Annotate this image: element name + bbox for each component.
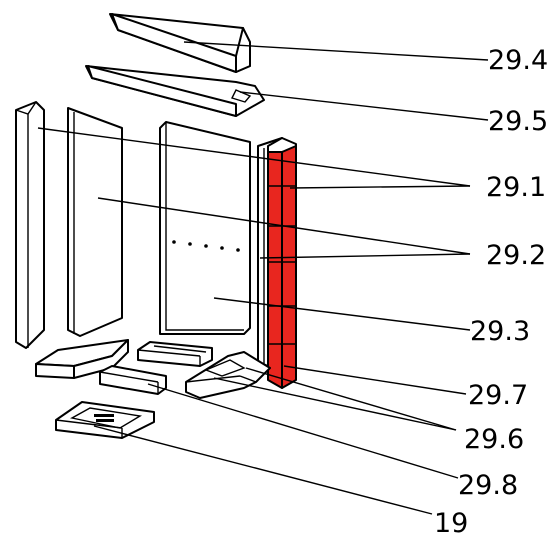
leader-29-1-b xyxy=(289,185,471,189)
label-29-2: 29.2 xyxy=(486,240,546,271)
leader-29-2-b xyxy=(259,253,471,259)
leader-lines xyxy=(37,41,489,515)
leader-19 xyxy=(93,425,433,515)
leader-29-1-a xyxy=(37,127,471,187)
label-29-7: 29.7 xyxy=(468,380,528,411)
label-29-3: 29.3 xyxy=(470,316,530,347)
leader-29-6-b xyxy=(245,367,457,431)
part-labels: 29.4 29.5 29.1 29.2 29.3 29.7 29.6 29.8 … xyxy=(434,45,548,539)
leader-29-2-a xyxy=(97,197,471,255)
part-29-8-small-brick[interactable] xyxy=(99,365,167,395)
part-floor-brick-left[interactable] xyxy=(35,339,129,379)
leader-29-6-a xyxy=(213,377,457,431)
part-19-ash-pan[interactable] xyxy=(55,401,155,439)
part-29-1-right-column-highlighted[interactable] xyxy=(267,137,297,389)
leader-29-5 xyxy=(239,91,489,121)
part-floor-brick-center[interactable] xyxy=(137,341,213,367)
leader-29-3 xyxy=(213,297,471,331)
part-29-5-baffle[interactable] xyxy=(85,65,265,117)
part-29-6-floor-brick-right[interactable] xyxy=(185,351,271,399)
part-29-3-rear-panel[interactable] xyxy=(159,121,251,335)
leader-29-7 xyxy=(283,365,467,395)
label-29-1: 29.1 xyxy=(486,172,546,203)
label-19: 19 xyxy=(434,508,468,539)
part-29-1-left-column[interactable] xyxy=(15,101,45,349)
label-29-5: 29.5 xyxy=(488,106,548,137)
label-29-8: 29.8 xyxy=(458,470,518,501)
leader-29-8 xyxy=(147,383,459,479)
label-29-4: 29.4 xyxy=(488,45,548,76)
part-29-2-left-panel[interactable] xyxy=(67,107,123,337)
leader-29-4 xyxy=(183,41,489,61)
label-29-6: 29.6 xyxy=(464,424,524,455)
part-29-4-top-baffle[interactable] xyxy=(109,13,251,73)
